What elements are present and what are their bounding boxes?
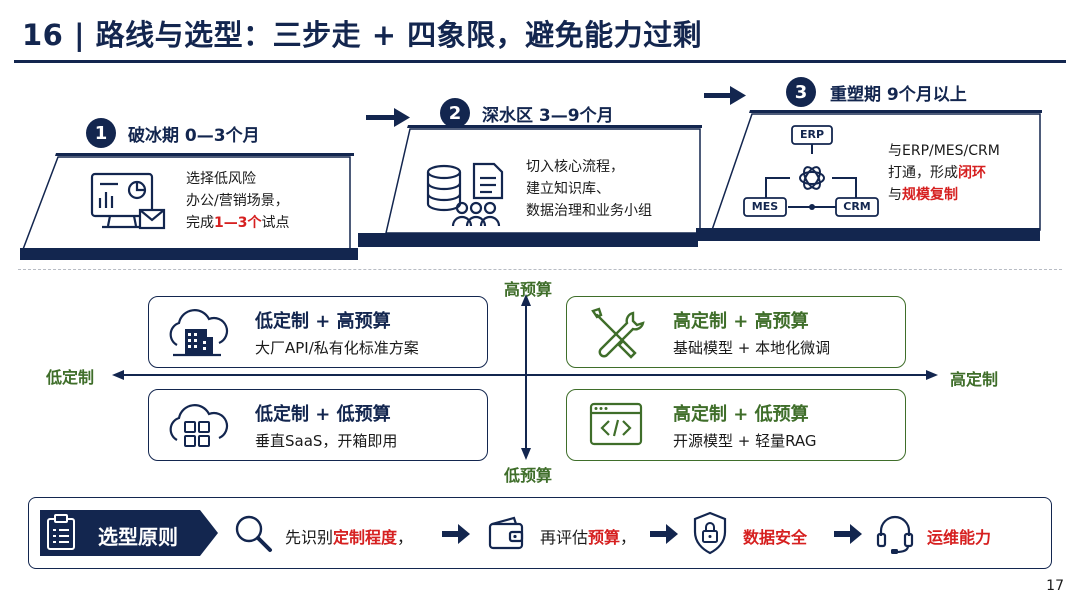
title-divider (14, 60, 1066, 63)
wrench-screwdriver-icon (591, 307, 645, 359)
principle-step3: 数据安全 (743, 528, 808, 547)
arrow-right-icon (834, 524, 862, 544)
dashboard-monitor-icon (90, 172, 166, 230)
mes-node-label: MES (751, 200, 779, 213)
principle-label-tag (40, 510, 218, 556)
axis-high-custom: 高定制 (950, 370, 999, 389)
step1-number: 1 (86, 118, 116, 148)
database-document-team-icon (426, 162, 504, 227)
section-divider (18, 269, 1062, 270)
magnifier-icon (235, 515, 272, 552)
quadrant-axes (112, 294, 938, 460)
axis-low-custom: 低定制 (46, 368, 95, 387)
quadrant-low-custom-high-budget: 低定制 + 高预算 大厂API/私有化标准方案 (148, 296, 488, 368)
axis-low-budget: 低预算 (504, 466, 553, 485)
arrow-right-icon (650, 524, 678, 544)
quadrant-subtitle: 基础模型 + 本地化微调 (673, 339, 831, 357)
clipboard-icon (47, 514, 75, 550)
step3-text: 与ERP/MES/CRM 打通，形成闭环 与规模复制 (888, 143, 1000, 203)
headset-icon (876, 515, 914, 554)
arrow-right-icon (442, 524, 470, 544)
step1-base (20, 248, 358, 260)
quadrant-title: 低定制 + 高预算 (255, 311, 391, 332)
wallet-icon (488, 516, 524, 550)
step2-number: 2 (440, 98, 470, 128)
step-arrow-2 (704, 86, 746, 105)
quadrant-low-custom-low-budget: 低定制 + 低预算 垂直SaaS，开箱即用 (148, 389, 488, 461)
page-title: 16 | 路线与选型：三步走 + 四象限，避免能力过剩 (22, 18, 703, 52)
page-number: 17 (1046, 578, 1064, 594)
step3-number: 3 (786, 77, 816, 107)
step2-label: 深水区 3—9个月 (482, 106, 614, 126)
step3-base (696, 228, 1040, 241)
erp-mes-crm-network-icon (743, 125, 879, 217)
principle-step1: 先识别定制程度， (285, 528, 414, 547)
cloud-building-icon (169, 309, 229, 357)
step2-base (358, 233, 698, 247)
step-arrow-1 (366, 108, 410, 127)
quadrant-title: 高定制 + 低预算 (673, 404, 809, 425)
quadrant-high-custom-low-budget: 高定制 + 低预算 开源模型 + 轻量RAG (566, 389, 906, 461)
principle-step4: 运维能力 (927, 528, 992, 547)
principle-step2: 再评估预算， (540, 528, 637, 547)
quadrant-title: 高定制 + 高预算 (673, 311, 809, 332)
step3-label: 重塑期 9个月以上 (830, 85, 967, 105)
erp-node-label: ERP (799, 128, 825, 141)
quadrant-high-custom-high-budget: 高定制 + 高预算 基础模型 + 本地化微调 (566, 296, 906, 368)
step2-text: 切入核心流程， 建立知识库、 数据治理和业务小组 (526, 159, 652, 219)
code-window-icon (589, 402, 643, 446)
step1-text: 选择低风险 办公/营销场景， 完成1—3个试点 (186, 171, 290, 231)
staircase-diagram (20, 86, 1042, 260)
axis-high-budget: 高预算 (504, 280, 553, 299)
quadrant-subtitle: 垂直SaaS，开箱即用 (255, 432, 398, 450)
crm-node-label: CRM (843, 200, 871, 213)
quadrant-subtitle: 开源模型 + 轻量RAG (673, 432, 817, 450)
cloud-apps-icon (169, 404, 229, 447)
step1-label: 破冰期 0—3个月 (128, 126, 260, 146)
principle-label: 选型原则 (98, 525, 178, 549)
quadrant-subtitle: 大厂API/私有化标准方案 (255, 339, 419, 357)
shield-lock-icon (693, 511, 727, 555)
quadrant-title: 低定制 + 低预算 (255, 404, 391, 425)
